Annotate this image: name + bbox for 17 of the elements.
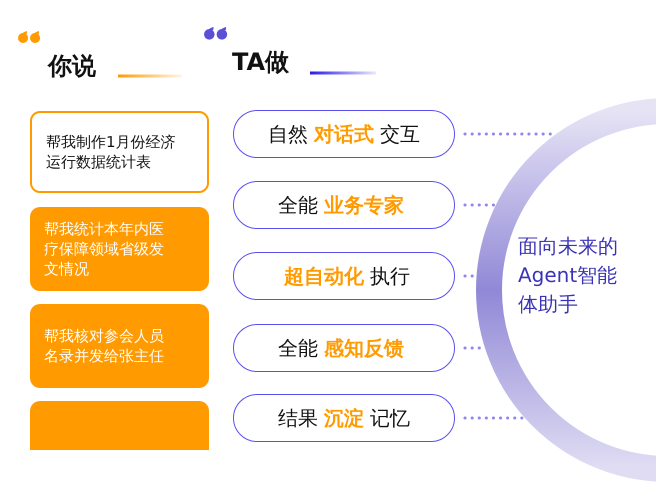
feature-pill: 全能 业务专家: [233, 181, 455, 229]
feature-pill: 超自动化 执行: [233, 252, 455, 300]
feature-pill: 结果 沉淀 记忆: [233, 394, 455, 442]
request-card: [30, 304, 209, 388]
heading: 你说: [48, 51, 96, 82]
request-card: [30, 207, 209, 291]
dotted-connector: [464, 416, 526, 420]
request-text: 帮我制作1月份经济运行数据统计表: [46, 132, 176, 172]
request-text: 帮我统计本年内医疗保障领域省级发文情况: [44, 219, 165, 279]
request-card: [30, 401, 209, 450]
heading: TA做: [232, 47, 290, 78]
feature-pill: 全能 感知反馈: [233, 324, 455, 372]
dotted-connector: [464, 204, 498, 206]
request-text: 帮我核对参会人员名录并发给张主任: [44, 326, 165, 366]
circle-text: 面向未来的Agent智能体助手: [518, 233, 619, 318]
request-card: [30, 111, 209, 193]
feature-pill: 自然 对话式 交互: [233, 110, 455, 158]
